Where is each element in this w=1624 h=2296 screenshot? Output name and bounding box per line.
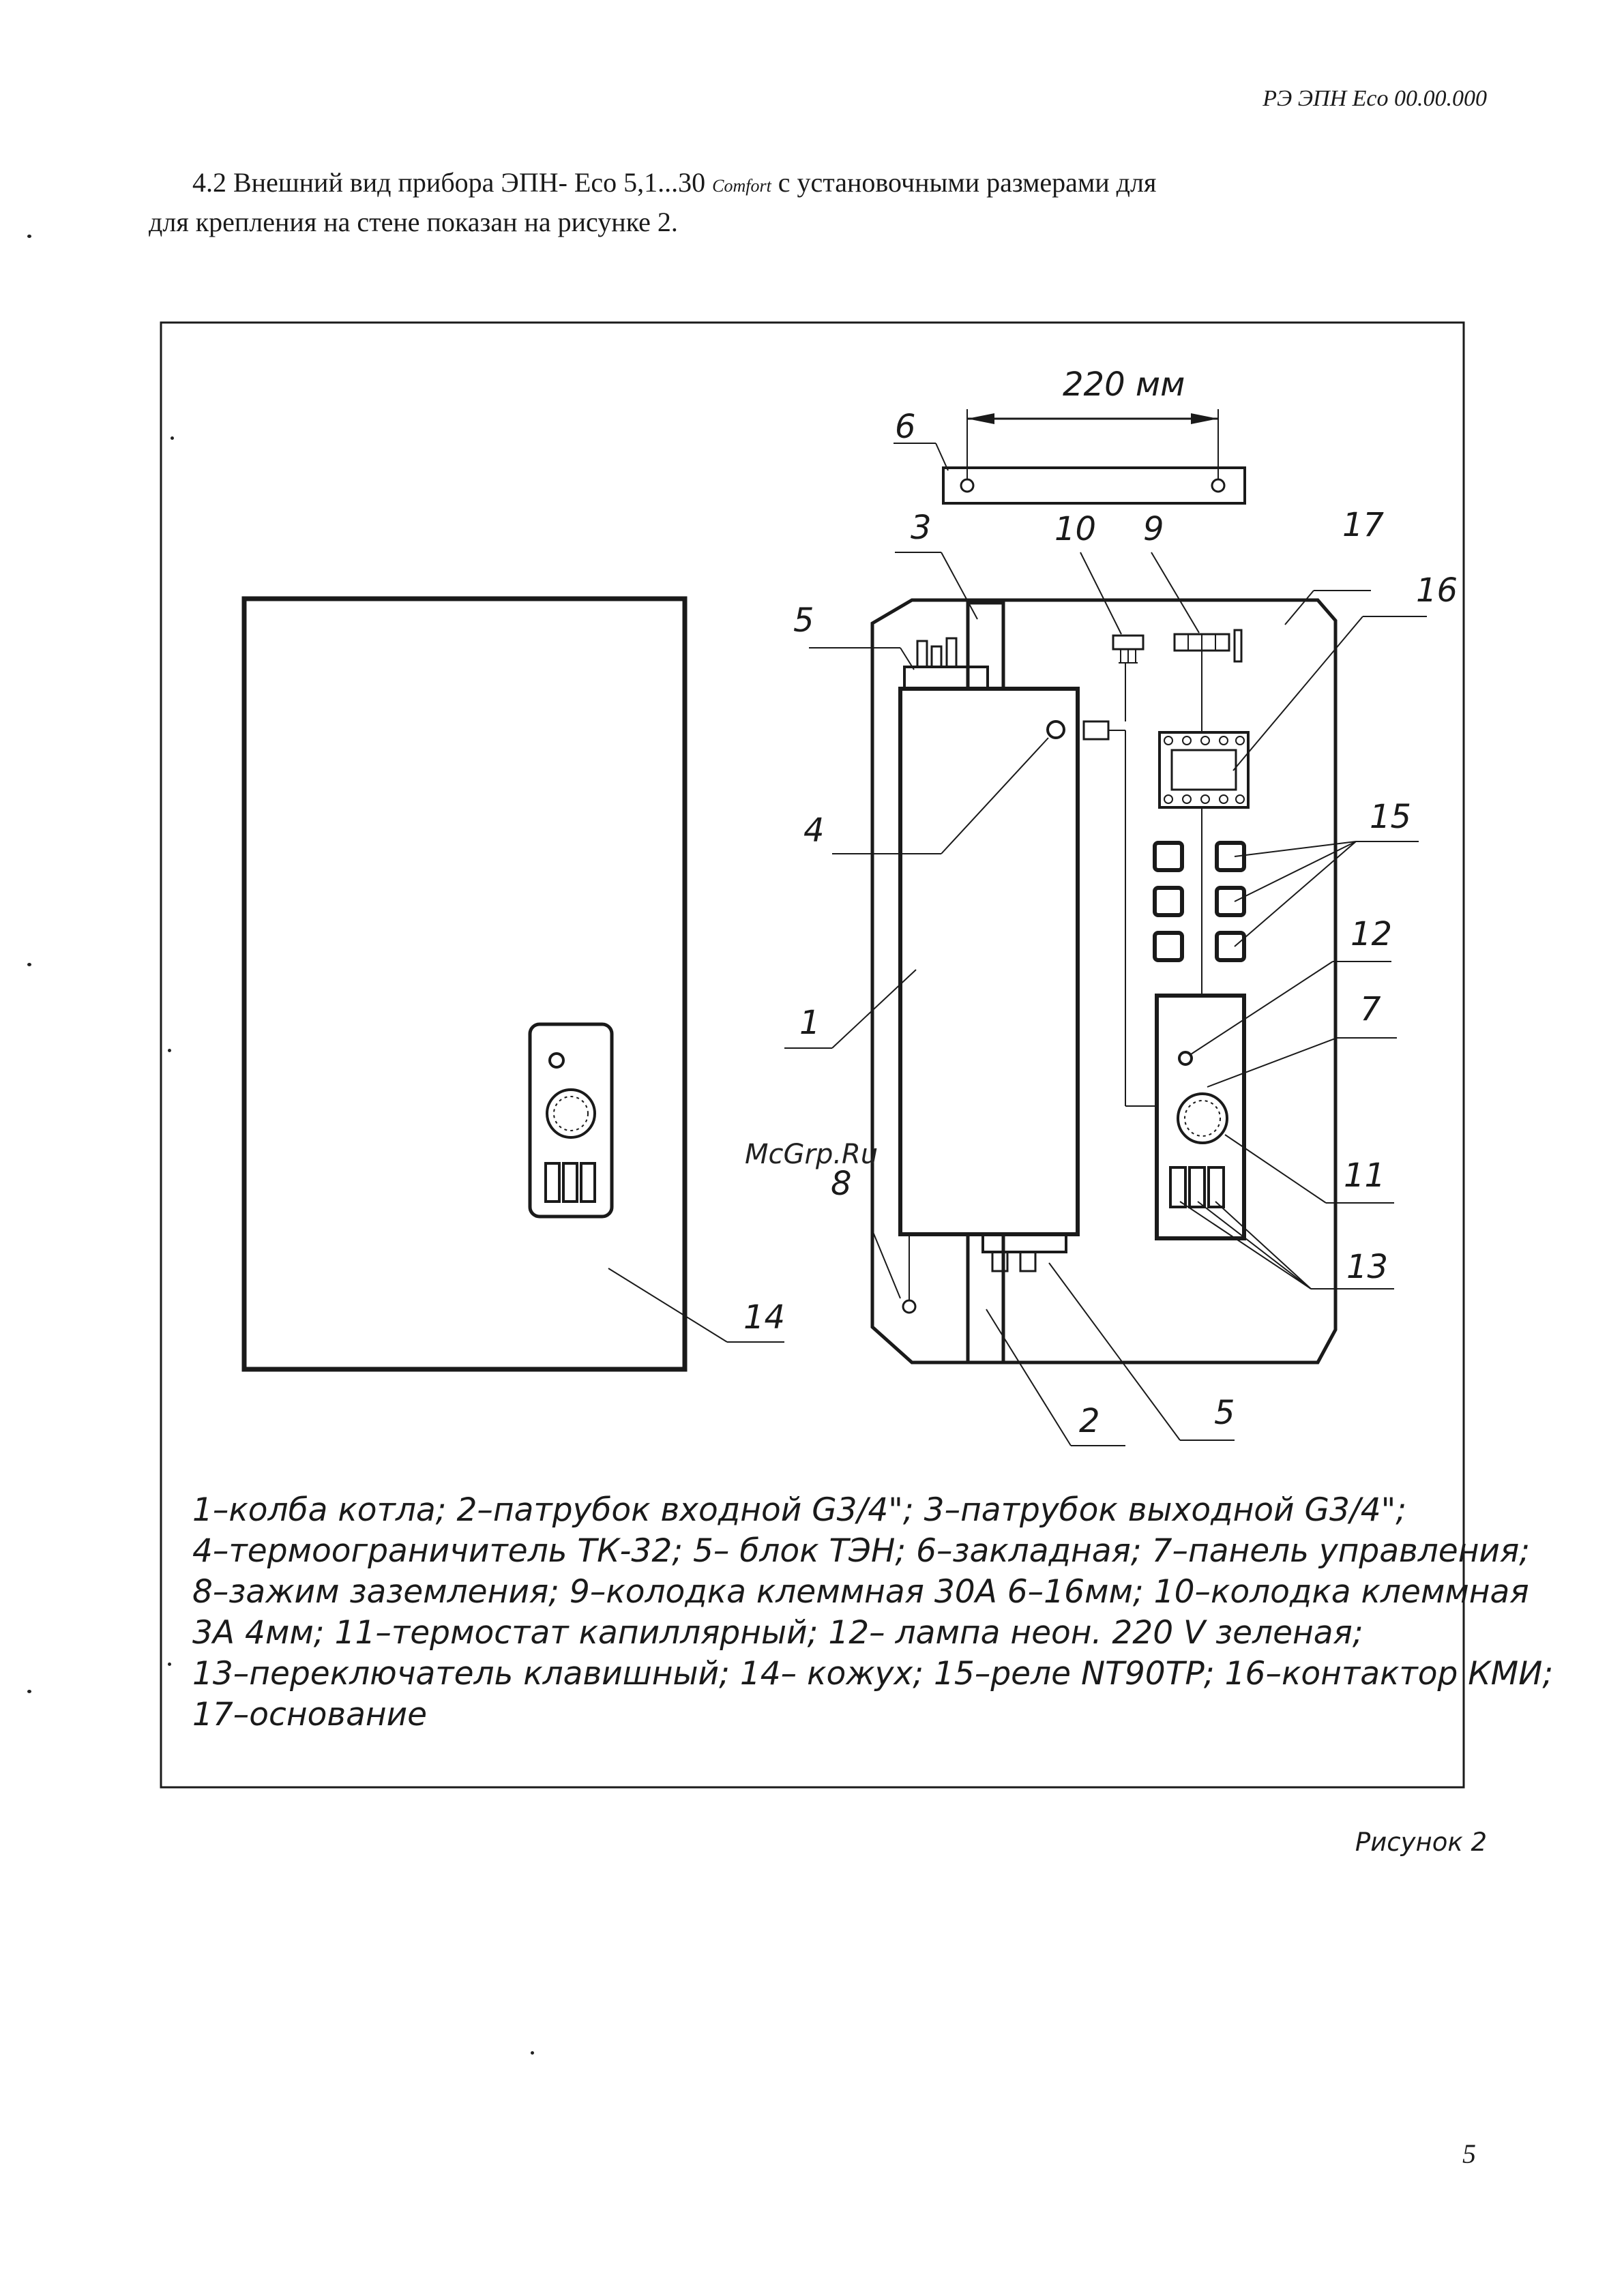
casing-front	[241, 596, 688, 1372]
leader-15b	[1234, 841, 1357, 902]
document-code: РЭ ЭПН Eco 00.00.000	[1263, 86, 1487, 111]
callout-6: 6	[895, 408, 916, 446]
relay-1	[1153, 841, 1184, 872]
legend-line-6: 17–основание	[192, 1696, 427, 1733]
callout-17: 17	[1342, 506, 1385, 544]
leader-9	[1151, 552, 1200, 633]
intro-line-2: для крепления на стене показан на рисунк…	[149, 207, 678, 237]
leader-3	[941, 552, 978, 620]
figure-caption: Рисунок 2	[1355, 1828, 1487, 1857]
watermark: McGrp.Ru	[745, 1139, 878, 1170]
callout-3: 3	[911, 509, 932, 547]
scan-speck	[27, 963, 31, 966]
boiler-flask	[898, 687, 1080, 1236]
relay-2	[1215, 841, 1246, 872]
intro-line-1: 4.2 Внешний вид прибора ЭПН- Eco 5,1...3…	[149, 162, 1445, 207]
leader-13b	[1197, 1201, 1312, 1289]
leader-13a	[1179, 1201, 1312, 1289]
scan-speck	[27, 235, 31, 238]
callout-7: 7	[1360, 990, 1381, 1028]
leader-8	[871, 1228, 901, 1299]
scan-speck	[531, 2051, 534, 2055]
mounting-bracket	[942, 466, 1246, 505]
contactor	[1158, 731, 1250, 809]
bracket-hole-right	[1211, 478, 1226, 493]
casing-thermostat-dial	[546, 1088, 596, 1139]
scan-speck	[168, 1663, 171, 1666]
leader-10	[1080, 552, 1122, 635]
callout-13: 13	[1346, 1248, 1388, 1286]
casing-control-panel	[528, 1022, 614, 1219]
legend-line-1: 1–колба котла; 2–патрубок входной G3/4";…	[192, 1491, 1406, 1529]
bracket-hole-left	[960, 478, 975, 493]
neon-lamp	[1178, 1051, 1193, 1066]
dimension-arrows	[967, 413, 1218, 424]
relay-5	[1153, 931, 1184, 962]
page-number: 5	[1462, 2138, 1476, 2169]
leader-1	[831, 969, 917, 1049]
legend-line-2: 4–термоограничитель ТК-32; 5– блок ТЭН; …	[192, 1532, 1530, 1570]
callout-5-top: 5	[793, 601, 814, 640]
callout-11: 11	[1344, 1157, 1385, 1195]
control-panel	[1155, 994, 1246, 1240]
leader-14	[608, 1268, 728, 1343]
leader-16	[1232, 616, 1363, 771]
scan-speck	[171, 436, 174, 440]
callout-10: 10	[1054, 510, 1096, 548]
base-plate	[870, 598, 1338, 1365]
intro-text-end: с установочными размерами для	[771, 167, 1157, 198]
relay-3	[1153, 886, 1184, 917]
callout-2: 2	[1079, 1402, 1100, 1440]
dimension-220: 220 мм	[1063, 366, 1185, 404]
callout-4: 4	[803, 811, 825, 850]
callout-5-bottom: 5	[1214, 1394, 1235, 1432]
rocker-switch-1	[1169, 1166, 1187, 1208]
thermal-limiter	[1046, 720, 1065, 739]
leader-17	[1284, 590, 1314, 625]
leader-15a	[1234, 841, 1357, 857]
relay-4	[1215, 886, 1246, 917]
casing-lamp	[548, 1052, 565, 1069]
leader-11	[1224, 1134, 1327, 1204]
scan-speck	[168, 1049, 171, 1052]
callout-15: 15	[1370, 798, 1411, 836]
terminal-block-3a	[1112, 634, 1145, 651]
leader-4	[941, 737, 1049, 854]
callout-1: 1	[799, 1004, 821, 1042]
rocker-switch-3	[1207, 1166, 1225, 1208]
callout-9: 9	[1143, 510, 1164, 548]
casing-switch-3	[580, 1162, 596, 1203]
heater-block-top	[903, 666, 989, 690]
thermostat-dial	[1177, 1092, 1228, 1144]
intro-comfort: Comfort	[712, 176, 771, 196]
leader-13c	[1215, 1201, 1312, 1289]
heater-block-bottom	[981, 1233, 1067, 1253]
legend-line-3: 8–зажим заземления; 9–колодка клеммная 3…	[192, 1573, 1529, 1611]
outlet-pipe	[966, 601, 1005, 691]
leader-7	[1207, 1037, 1338, 1088]
callout-8: 8	[831, 1165, 852, 1203]
figure-frame	[160, 321, 1465, 1789]
callout-16: 16	[1416, 571, 1458, 610]
scan-speck	[27, 1690, 31, 1693]
leader-15c	[1234, 841, 1357, 947]
leader-12	[1190, 961, 1333, 1055]
legend-line-4: 3А 4мм; 11–термостат капиллярный; 12– ла…	[192, 1614, 1363, 1652]
ground-clamp	[902, 1299, 917, 1314]
leader-2	[986, 1309, 1072, 1446]
casing-switch-1	[544, 1162, 561, 1203]
rocker-switch-2	[1188, 1166, 1206, 1208]
leader-5-bottom	[1048, 1262, 1181, 1441]
inlet-pipe	[966, 1232, 1005, 1365]
casing-switch-2	[562, 1162, 578, 1203]
callout-12: 12	[1350, 915, 1392, 953]
callout-14: 14	[743, 1298, 785, 1337]
relay-6	[1215, 931, 1246, 962]
intro-text-start: 4.2 Внешний вид прибора ЭПН- Eco 5,1...3…	[192, 167, 713, 198]
legend-line-5: 13–переключатель клавишный; 14– кожух; 1…	[192, 1655, 1553, 1693]
